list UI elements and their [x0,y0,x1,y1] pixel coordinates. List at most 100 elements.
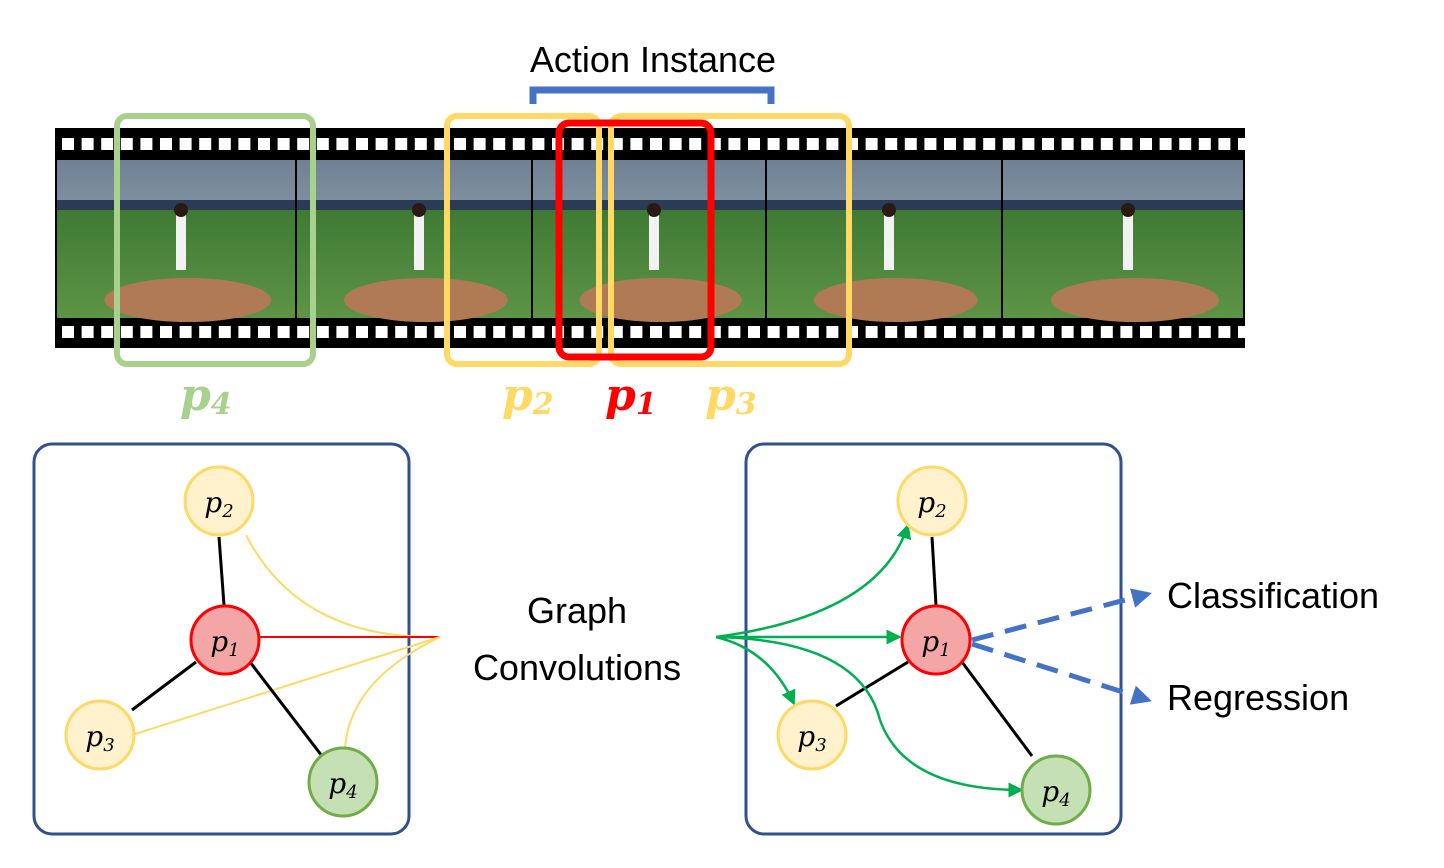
sprocket-hole [277,138,290,150]
right-node-p1: p1 [900,604,972,676]
left-edge-p3-to-hub [131,636,441,736]
sprocket-hole [336,326,349,338]
right-edge-p1-p2 [930,536,938,606]
sprocket-hole [179,138,192,150]
left-node-p2: p2 [183,465,255,537]
sprocket-hole [728,138,741,150]
sprocket-hole [748,326,760,338]
action-instance-title: Action Instance [530,39,776,80]
sprocket-hole [395,326,408,338]
left-edge-p1-p3 [131,660,197,712]
right-node-p2: p2 [896,465,968,537]
sprocket-hole [356,138,368,150]
sprocket-hole [1159,138,1172,150]
proposal-box-p3 [608,113,852,367]
sprocket-hole [316,138,329,150]
sprocket-hole [454,326,466,338]
sprocket-hole [1081,326,1094,338]
sprocket-hole [238,326,251,338]
sprocket-hole [1198,326,1211,338]
sprocket-hole [963,326,976,338]
sprocket-hole [1100,138,1113,150]
sprocket-hole [1179,326,1192,338]
sprocket-hole [493,326,506,338]
sprocket-hole [904,138,917,150]
action-instance-bracket [529,86,775,104]
classification-label: Classification [1167,575,1379,616]
svg-text:p1: p1 [210,625,239,661]
left-edge-p1-p2 [217,536,226,606]
left-edge-p4-to-hub [344,636,441,749]
sprocket-hole [297,326,310,338]
sprocket-hole [1140,138,1152,150]
sprocket-hole [62,138,74,150]
sprocket-hole [120,326,133,338]
sprocket-hole [454,138,466,150]
sprocket-hole [1061,138,1074,150]
sprocket-hole [983,326,996,338]
arrow-to-p4 [715,635,1024,798]
sprocket-hole [689,326,702,338]
sprocket-hole [865,138,878,150]
film-sprocket-holes-bottom [62,326,1250,338]
sprocket-hole [473,138,486,150]
video-frame [297,160,531,322]
sprocket-hole [630,326,643,338]
sprocket-hole [1218,326,1231,338]
left-node-p1: p1 [189,604,261,676]
proposal-label-p2: p2 [502,370,554,422]
left-node-p3: p3 [64,699,136,771]
sprocket-hole [944,326,956,338]
sprocket-hole [258,326,270,338]
sprocket-hole [1179,138,1192,150]
sprocket-hole [1120,138,1133,150]
svg-text:p4: p4 [1041,775,1070,811]
proposal-box-p4 [114,113,316,367]
svg-text:p2: p2 [917,486,946,522]
sprocket-hole [924,326,937,338]
svg-text:p2: p2 [204,486,233,522]
sprocket-hole [532,138,545,150]
sprocket-hole [1120,326,1133,338]
sprocket-hole [179,326,192,338]
sprocket-hole [1042,138,1054,150]
sprocket-hole [101,138,114,150]
film-strip [55,128,1250,348]
sprocket-hole [826,326,839,338]
sprocket-hole [395,138,408,150]
right-node-p4: p4 [1020,754,1092,826]
sprocket-hole [336,138,349,150]
sprocket-hole [238,138,251,150]
sprocket-hole [1042,326,1054,338]
left-edge-p1-p4 [248,661,324,757]
sprocket-hole [414,326,427,338]
sprocket-hole [983,138,996,150]
arrow-to-regression [971,641,1152,705]
right-node-p3: p3 [776,699,848,771]
sprocket-hole [1022,326,1035,338]
sprocket-hole [1159,326,1172,338]
video-frame [57,160,295,322]
sprocket-hole [199,138,212,150]
right-edge-p1-p3 [835,660,909,708]
sprocket-hole [944,138,956,150]
sprocket-hole [160,326,172,338]
sprocket-hole [787,138,800,150]
sprocket-hole [806,326,819,338]
proposal-box-p1 [555,119,715,361]
sprocket-hole [277,326,290,338]
sprocket-hole [473,326,486,338]
video-frame [767,160,1001,322]
video-frame [533,160,765,322]
sprocket-hole [434,138,447,150]
svg-text:p3: p3 [797,720,826,756]
sprocket-hole [767,326,780,338]
sprocket-hole [62,326,74,338]
sprocket-hole [1002,138,1015,150]
sprocket-hole [748,138,760,150]
sprocket-hole [826,138,839,150]
sprocket-hole [101,326,114,338]
sprocket-hole [689,138,702,150]
graph-convolutions-label-line1: Graph [527,590,627,631]
svg-text:p4: p4 [328,767,357,803]
